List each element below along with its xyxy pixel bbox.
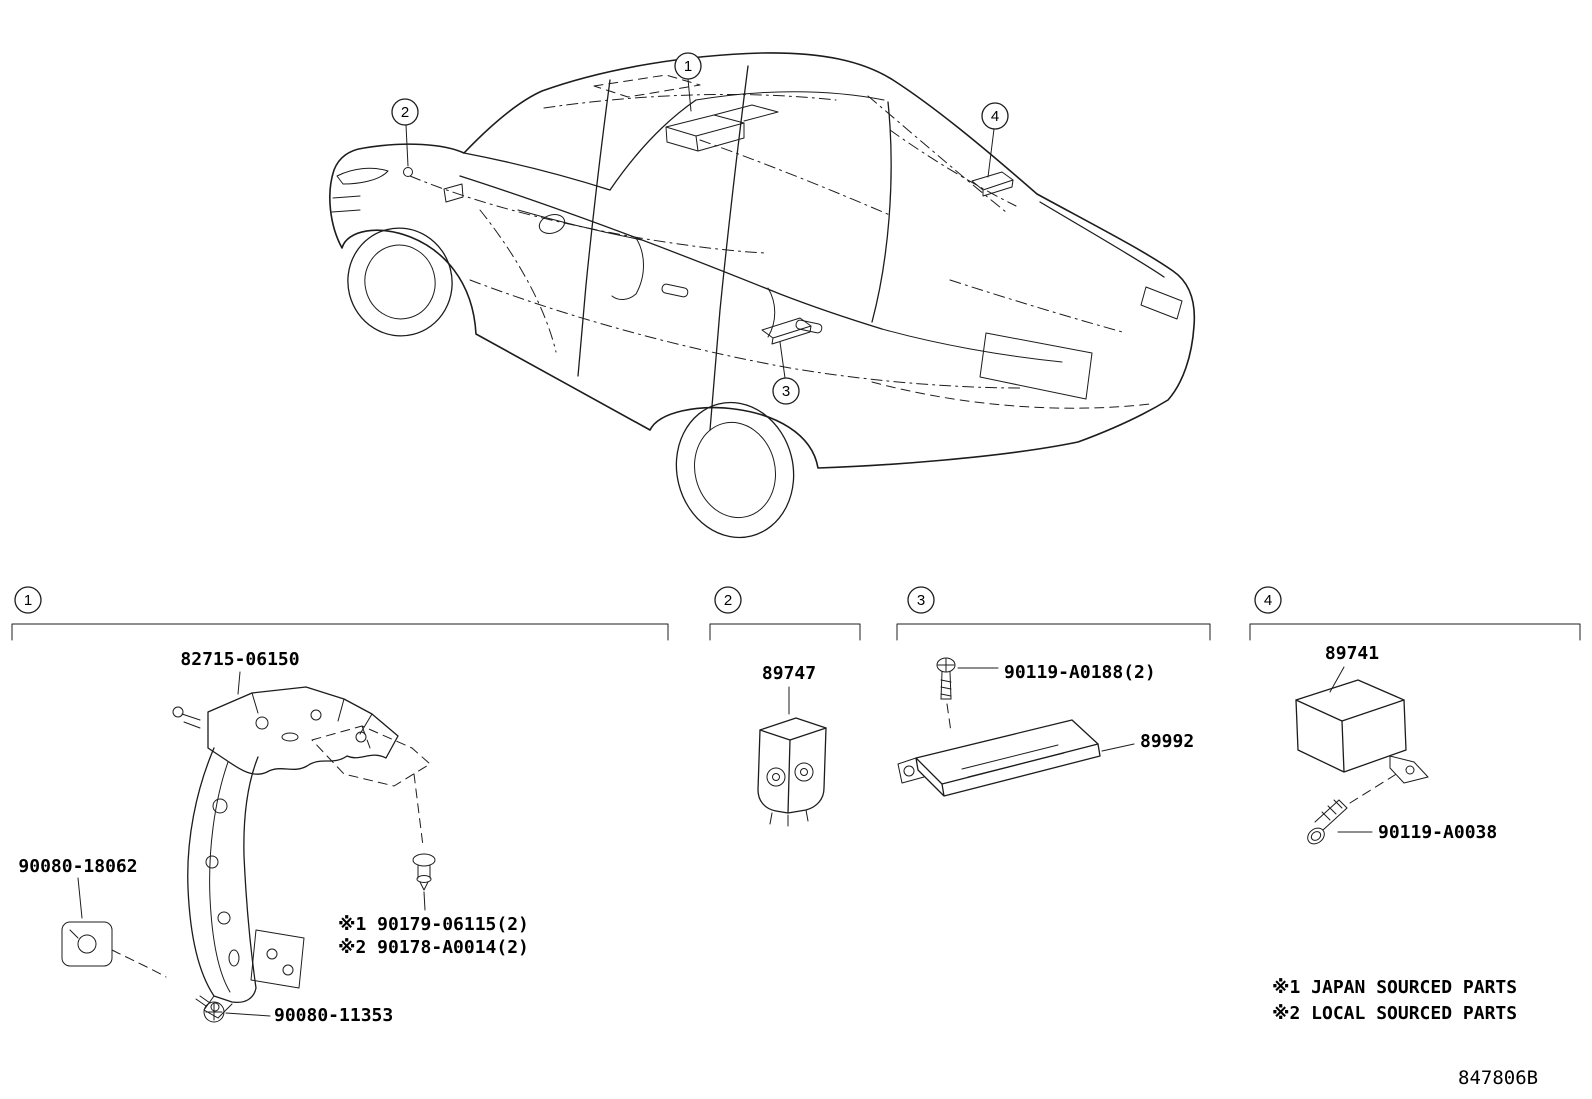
- section-1-callout-number: 1: [24, 592, 32, 609]
- pin-fastener-drawing: [412, 773, 436, 911]
- callout-4-car: 4: [981, 102, 1009, 178]
- car-illustration: [329, 52, 1196, 539]
- component-1-tuner-in-car: [665, 104, 779, 152]
- callout-4-leader: [987, 128, 995, 178]
- callout-1-marker: [674, 52, 702, 80]
- rear-door-edge: [709, 65, 749, 431]
- rear-door-handle: [795, 319, 823, 334]
- grille-lines: [331, 195, 361, 213]
- clip-90080-18062-drawing: [61, 921, 167, 978]
- bracket-82715-drawing: [172, 686, 431, 1019]
- section-1: 1 82715-06150 90080-18062: [11, 586, 669, 1026]
- front-wheel: [347, 227, 453, 337]
- label-bolt-a0188: 90119-A0188(2): [1004, 662, 1156, 683]
- label-receiver-89747: 89747: [762, 663, 816, 684]
- sunroof-outline: [593, 74, 701, 98]
- section-2: 2 89747: [709, 586, 861, 827]
- section-3-range-bracket: [896, 623, 1211, 641]
- front-door-edge: [577, 79, 611, 377]
- callout-3-car: 3: [772, 341, 800, 405]
- label-bracket-part: 82715-06150: [180, 649, 299, 670]
- callout-4-number: 4: [991, 108, 999, 125]
- amplifier-89992-drawing: [897, 719, 1101, 797]
- clip-label-leader: [77, 877, 83, 919]
- component-2-grommet-in-car: [403, 167, 413, 177]
- label-amplifier-89992: 89992: [1140, 731, 1194, 752]
- section-1-range-bracket: [11, 623, 669, 641]
- callout-1-leader: [687, 78, 692, 112]
- front-seat: [611, 237, 644, 300]
- section-2-callout-number: 2: [724, 592, 732, 609]
- clip-to-bracket-leader: [111, 949, 167, 978]
- rear-seat: [767, 287, 776, 338]
- screw-90080-11353-drawing: [195, 995, 225, 1023]
- label-clip-part: 90080-18062: [18, 856, 137, 877]
- steering-wheel: [538, 214, 566, 234]
- label-screw-part: 90080-11353: [274, 1005, 393, 1026]
- footnote-local-sourced: ※2 LOCAL SOURCED PARTS: [1272, 1003, 1517, 1024]
- component-4-shelf-module-in-car: [971, 171, 1014, 197]
- label-bolt-a0038: 90119-A0038: [1378, 822, 1497, 843]
- section-1-callout-marker: [14, 586, 42, 614]
- section-3-callout-number: 3: [917, 592, 925, 609]
- callout-3-marker: [772, 377, 800, 405]
- callout-1-car: 1: [674, 52, 702, 112]
- front-door-handle: [661, 283, 689, 298]
- callout-2-number: 2: [401, 104, 409, 121]
- callout-2-marker: [391, 98, 419, 126]
- section-4-callout-marker: [1254, 586, 1282, 614]
- trunk-lid-line: [1039, 201, 1165, 278]
- quarter-to-trunk-line: [881, 328, 1063, 363]
- rear-wheel: [675, 401, 795, 539]
- section-4: 4 89741 90119-A0038: [1249, 586, 1581, 845]
- section-2-range-bracket: [709, 623, 861, 641]
- far-roof-line: [695, 91, 885, 101]
- dashboard-line: [517, 209, 643, 241]
- diagram-id: 847806B: [1458, 1067, 1538, 1089]
- screw-90119-a0188-drawing: [936, 657, 956, 700]
- label-fastener-note-1: ※1 90179-06115(2): [338, 914, 529, 935]
- amplifier-label-leader: [1101, 743, 1135, 752]
- section-3: 3 90119-A0188(2) 89992: [896, 586, 1211, 797]
- section-4-callout-number: 4: [1264, 592, 1272, 609]
- pin-note-leader: [423, 891, 426, 911]
- footnote-japan-sourced: ※1 JAPAN SOURCED PARTS: [1272, 977, 1517, 998]
- bolt-to-tab-leader: [1349, 772, 1399, 804]
- bracket-label-leader: [237, 671, 241, 695]
- screw-to-module-leader: [946, 703, 952, 733]
- receiver-89741-drawing: [1295, 679, 1429, 784]
- bolt-90119-a0038-drawing: [1307, 772, 1399, 845]
- side-mirror: [443, 183, 464, 203]
- wiring-harness-dashed-lines: [409, 93, 1127, 389]
- pin-phantom-leader: [413, 773, 424, 847]
- section-2-callout-marker: [714, 586, 742, 614]
- callout-2-car: 2: [391, 98, 419, 167]
- callout-4-marker: [981, 102, 1009, 130]
- rear-bumper-crease: [871, 381, 1151, 409]
- label-receiver-89741: 89741: [1325, 643, 1379, 664]
- bracket-phantom-flange: [311, 725, 431, 787]
- receiver-89747-drawing: [757, 717, 827, 827]
- beltline: [459, 175, 883, 330]
- label-fastener-note-2: ※2 90178-A0014(2): [338, 937, 529, 958]
- windshield-cowl-line: [463, 152, 611, 191]
- car-body-outline: [329, 52, 1196, 469]
- license-plate-recess: [979, 332, 1093, 400]
- callout-2-leader: [405, 124, 409, 167]
- component-3-sill-module-in-car: [761, 317, 812, 345]
- headlight: [336, 167, 389, 185]
- callout-1-number: 1: [684, 58, 692, 75]
- section-4-range-bracket: [1249, 623, 1581, 641]
- section-3-callout-marker: [907, 586, 935, 614]
- c-pillar-line: [871, 101, 892, 323]
- screw-label-leader: [225, 1012, 271, 1017]
- callout-3-leader: [779, 341, 786, 379]
- callout-3-number: 3: [782, 383, 790, 400]
- taillight: [1140, 286, 1183, 320]
- far-a-pillar-line: [609, 99, 697, 191]
